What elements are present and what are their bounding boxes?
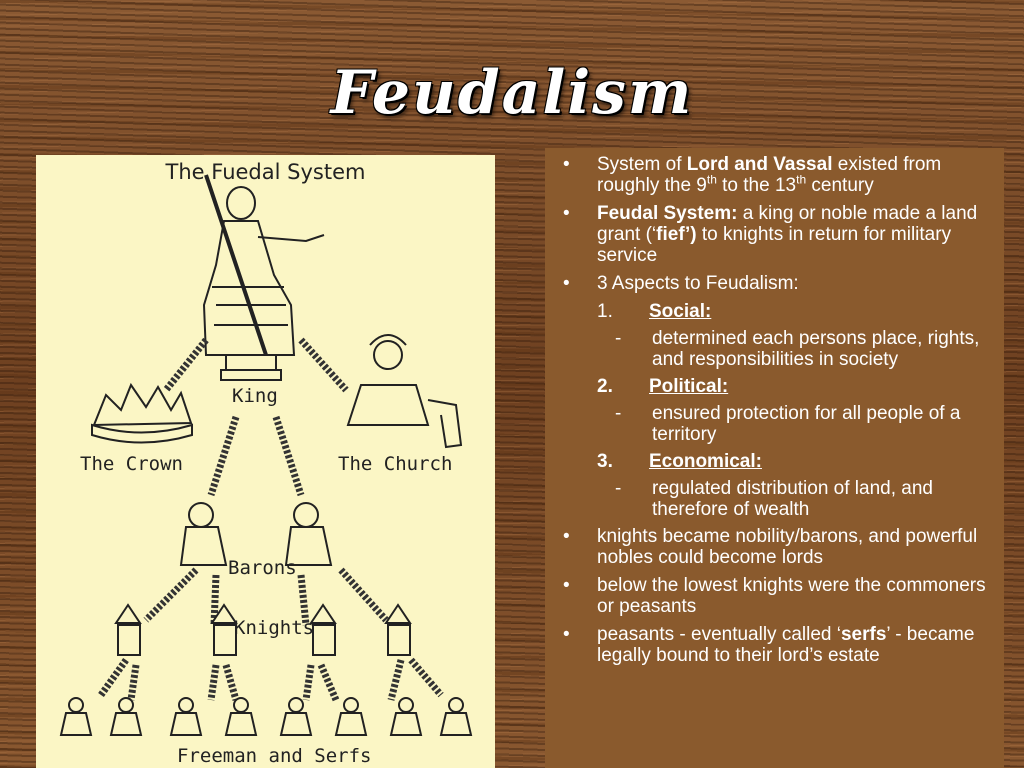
- aspect-label: Economical:: [649, 451, 762, 472]
- superscript: th: [796, 172, 807, 187]
- label-crown: The Crown: [80, 453, 183, 475]
- text: below the lowest knights were the common…: [597, 575, 986, 617]
- aspect-economical-desc: - regulated distribution of land, and th…: [555, 478, 990, 520]
- text: regulated distribution of land, and ther…: [652, 478, 933, 520]
- label-king: King: [232, 385, 278, 407]
- dash-mark: -: [615, 403, 622, 424]
- text: 3 Aspects to Feudalism:: [597, 273, 799, 294]
- text-bold: serfs: [840, 624, 887, 645]
- hierarchy-chains: [98, 337, 444, 702]
- bullet-mark: •: [563, 624, 570, 645]
- bullet-serfs: • peasants - eventually called ‘serfs’ -…: [555, 624, 990, 666]
- aspect-label: Social:: [649, 301, 712, 322]
- bullet-mark: •: [563, 575, 570, 596]
- label-knights: Knights: [234, 617, 315, 639]
- aspect-social-desc: - determined each persons place, rights,…: [555, 328, 990, 370]
- label-freemen-serfs: Freeman and Serfs: [177, 745, 372, 767]
- text: peasants - eventually called ‘: [597, 624, 841, 645]
- bullet-knights-nobility: • knights became nobility/barons, and po…: [555, 526, 990, 568]
- knights-figures: [114, 603, 412, 656]
- notes-panel: • System of Lord and Vassal existed from…: [545, 148, 1004, 768]
- text-bold: fief’): [656, 224, 697, 245]
- bullet-three-aspects: • 3 Aspects to Feudalism:: [555, 273, 990, 294]
- text: existed from roughly the 9: [597, 154, 942, 196]
- serfs-figures: [59, 697, 473, 736]
- bullet-commoners: • below the lowest knights were the comm…: [555, 575, 990, 617]
- church-figure: [346, 334, 463, 449]
- text: knights became nobility/barons, and powe…: [597, 526, 978, 568]
- barons-figures: [179, 502, 333, 566]
- text: century: [806, 175, 874, 196]
- text: System of: [597, 154, 687, 175]
- label-church: The Church: [338, 453, 453, 475]
- feudal-pyramid-illustration: [59, 174, 473, 736]
- dash-mark: -: [615, 328, 622, 349]
- text: ’ - became legally bound to their lord’s…: [597, 624, 975, 666]
- dash-mark: -: [615, 478, 622, 499]
- bullet-lord-vassal: • System of Lord and Vassal existed from…: [555, 154, 990, 196]
- diagram-heading: The Fuedal System: [165, 160, 366, 184]
- bullet-mark: •: [563, 526, 570, 547]
- bullet-mark: •: [563, 154, 570, 175]
- text: to the 13: [716, 175, 797, 196]
- aspect-social: 1. Social:: [597, 301, 990, 322]
- text: ensured protection for all people of a t…: [652, 403, 961, 445]
- text: a king or noble made a land grant (‘: [597, 203, 978, 245]
- aspect-label: Political:: [649, 376, 729, 397]
- aspect-number: 3.: [597, 451, 613, 472]
- aspect-political: 2. Political:: [597, 376, 990, 397]
- aspect-economical: 3. Economical:: [597, 451, 990, 472]
- aspect-number: 2.: [597, 376, 613, 397]
- superscript: th: [706, 172, 717, 187]
- text-bold: Lord and Vassal: [686, 154, 833, 175]
- bullet-mark: •: [563, 203, 570, 224]
- aspect-political-desc: - ensured protection for all people of a…: [555, 403, 990, 445]
- text: to knights in return for military servic…: [597, 224, 952, 266]
- label-barons: Barons: [228, 557, 297, 579]
- bullet-mark: •: [563, 273, 570, 294]
- slide-title: Feudalism: [330, 58, 694, 128]
- feudal-system-diagram: The Fuedal System King The Crown The Chu…: [36, 155, 495, 768]
- crown-figure: [91, 382, 193, 444]
- king-figure: [202, 174, 325, 381]
- bullet-feudal-system: • Feudal System: a king or noble made a …: [555, 203, 990, 266]
- aspect-number: 1.: [597, 301, 613, 322]
- text: determined each persons place, rights, a…: [652, 328, 980, 370]
- text-bold: Feudal System:: [597, 203, 738, 224]
